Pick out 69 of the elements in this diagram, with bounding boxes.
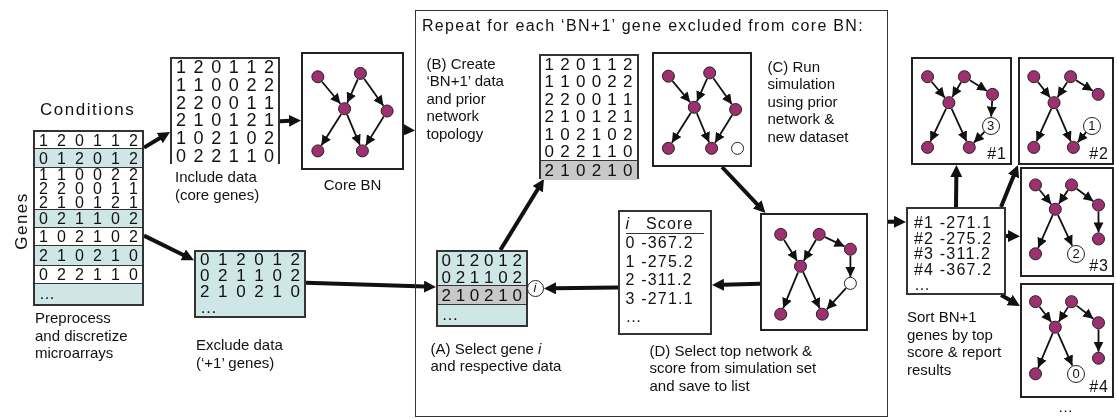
caption-text: (B) Create ‘BN+1’ data and prior network topology bbox=[426, 54, 505, 142]
table-row-text: 3 -271.1 bbox=[625, 289, 695, 308]
data-row: 0 1 2 0 1 2 bbox=[35, 149, 142, 168]
data-matrix bbox=[33, 130, 144, 306]
data-row: 0 2 2 1 1 0 bbox=[35, 266, 142, 284]
data-row: 0 2 1 1 0 2 bbox=[196, 268, 304, 284]
arrow bbox=[1005, 230, 1020, 243]
caption-text: Include data (core genes) bbox=[175, 168, 261, 203]
data-row: 0 2 1 1 0 2 bbox=[35, 210, 142, 228]
arrow bbox=[999, 165, 1020, 208]
data-row: 1 0 2 1 0 2 bbox=[35, 228, 142, 246]
data-row: 2 1 0 1 2 1 bbox=[35, 196, 142, 210]
arrow bbox=[279, 114, 301, 127]
list-row-text: #3 -311.2 bbox=[914, 246, 993, 262]
list-row-text: #2 -275.2 bbox=[914, 230, 994, 246]
data-matrix bbox=[435, 249, 528, 327]
caption-text: Preprocess and discretize microarrays bbox=[35, 309, 129, 362]
caption-text: Sort BN+1 genes by top score & report results bbox=[907, 308, 1003, 378]
arrow bbox=[887, 215, 906, 228]
caption-text: (C) Run simulation using prior network & new dataset bbox=[767, 57, 850, 145]
data-row: 2 1 0 2 1 0 bbox=[196, 284, 304, 300]
axis-label: Conditions bbox=[40, 100, 137, 120]
caption-text: Core BN bbox=[322, 176, 383, 194]
arrow bbox=[305, 280, 436, 293]
rank-label: #2 bbox=[1089, 145, 1109, 162]
data-row: 0 1 2 0 1 2 bbox=[196, 252, 304, 268]
axis-label: Genes bbox=[12, 191, 32, 251]
data-row: 2 1 0 2 1 0 bbox=[35, 246, 142, 266]
score-table bbox=[617, 209, 712, 335]
table-row-text: … bbox=[625, 308, 644, 327]
table-row-text: 1 -275.2 bbox=[625, 252, 695, 271]
circled-number: 3 bbox=[981, 116, 1000, 135]
data-row: … bbox=[437, 304, 526, 325]
rank-label: #4 bbox=[1089, 378, 1109, 395]
data-row: 0 1 2 0 1 2 bbox=[437, 251, 526, 269]
arrow bbox=[544, 282, 619, 295]
list-row-text: #1 -271.1 bbox=[914, 215, 994, 231]
data-row: … bbox=[35, 284, 142, 304]
arrow bbox=[1000, 293, 1020, 306]
arrow bbox=[712, 278, 761, 291]
caption-text: … bbox=[1058, 398, 1074, 416]
circled-number: 1 bbox=[1082, 116, 1101, 135]
data-matrix bbox=[194, 250, 306, 318]
caption-text: (A) Select gene i and respective data bbox=[430, 339, 563, 375]
arrow bbox=[498, 179, 544, 252]
caption-text: Exclude data (‘+1’ genes) bbox=[196, 336, 284, 371]
data-row: … bbox=[196, 300, 304, 316]
frame-title: Repeat for each ‘BN+1’ gene excluded from core BN: bbox=[422, 17, 864, 35]
circled-number: 0 bbox=[1067, 364, 1085, 383]
caption-text: (D) Select top network & score from simulation set and save to list bbox=[649, 341, 818, 394]
table-row-text: 2 -311.2 bbox=[625, 271, 694, 290]
data-matrix bbox=[170, 57, 280, 164]
table-row-text: 0 -367.2 bbox=[625, 234, 695, 253]
rank-label: #3 bbox=[1089, 257, 1109, 274]
data-row: 1 2 0 1 1 2 bbox=[35, 132, 142, 149]
rank-label: #1 bbox=[987, 145, 1007, 162]
data-row: 2 1 0 2 1 0 bbox=[540, 160, 637, 180]
loop-frame bbox=[415, 10, 888, 417]
ranking-list bbox=[906, 207, 1006, 295]
arrow bbox=[950, 165, 963, 208]
data-row: 2 1 0 2 1 0 bbox=[437, 285, 526, 305]
list-row-text: #4 -367.2 bbox=[914, 261, 994, 277]
table-header: i Score bbox=[625, 214, 704, 234]
circled-number: 2 bbox=[1067, 244, 1085, 263]
data-row: 0 2 2 1 1 0 bbox=[540, 143, 637, 161]
arrow bbox=[720, 165, 766, 213]
data-matrix bbox=[538, 53, 639, 179]
list-row-text: … bbox=[914, 277, 933, 293]
arrow bbox=[143, 233, 194, 261]
